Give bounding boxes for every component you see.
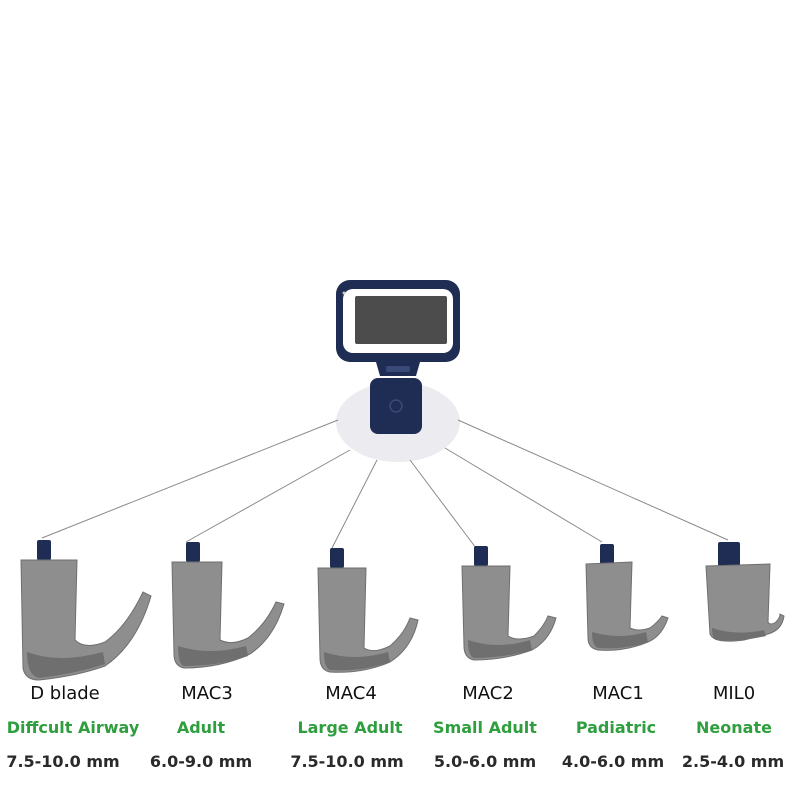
blade-shade xyxy=(712,628,766,641)
connector-line-mil0 xyxy=(457,419,729,541)
blade-shade xyxy=(324,652,390,671)
blade-connector-cap xyxy=(330,548,344,568)
blade-size-mac3: 6.0-9.0 mm xyxy=(149,752,253,771)
blade-shade xyxy=(592,632,648,649)
blade-body xyxy=(171,561,285,669)
blade-shade xyxy=(468,640,532,658)
connector-line-mac3 xyxy=(185,449,351,543)
blade-use-mil0: Neonate xyxy=(696,718,772,737)
blade-body xyxy=(461,565,557,661)
connector-line-mac2 xyxy=(409,459,477,549)
connector-lines xyxy=(41,419,729,549)
blade-body xyxy=(705,563,785,642)
blade-connector-cap xyxy=(186,542,200,562)
connector-line-d-blade xyxy=(41,419,339,539)
blade-graphic-mil0 xyxy=(705,542,785,642)
connector-line-mac4 xyxy=(331,459,378,549)
blade-graphic-mac1 xyxy=(585,544,669,651)
blade-connector-cap xyxy=(718,542,740,566)
blade-graphic-mac2 xyxy=(461,546,557,661)
blade-name-mac4: MAC4 xyxy=(325,683,377,704)
connector-line-mac1 xyxy=(444,447,603,543)
blade-size-mil0: 2.5-4.0 mm xyxy=(681,752,785,771)
blade-connector-cap xyxy=(600,544,614,564)
monitor-indicator xyxy=(342,291,346,295)
video-laryngoscope-unit xyxy=(336,280,460,434)
blade-size-mac1: 4.0-6.0 mm xyxy=(561,752,665,771)
blade-connector-cap xyxy=(37,540,51,560)
blade-use-mac2: Small Adult xyxy=(433,718,537,737)
blade-size-mac4: 7.5-10.0 mm xyxy=(290,752,404,771)
blade-graphic-mac4 xyxy=(317,548,419,673)
power-icon xyxy=(389,399,403,413)
blade-size-d-blade: 7.5-10.0 mm xyxy=(6,752,120,771)
blade-name-mac2: MAC2 xyxy=(462,683,514,704)
blade-use-mac3: Adult xyxy=(176,718,226,737)
handle-body xyxy=(370,378,422,434)
blade-name-mil0: MIL0 xyxy=(712,683,756,704)
blade-name-d-blade: D blade xyxy=(30,683,100,704)
blade-body xyxy=(317,567,419,673)
blade-use-d-blade: Diffcult Airway xyxy=(6,718,140,737)
blade-body xyxy=(585,561,669,651)
blade-body xyxy=(20,559,152,681)
blade-size-mac2: 5.0-6.0 mm xyxy=(433,752,537,771)
monitor-screen xyxy=(355,296,447,344)
blade-graphic-mac3 xyxy=(171,542,285,669)
blade-shade xyxy=(178,646,248,666)
hinge-slot xyxy=(386,366,410,372)
blade-use-mac4: Large Adult xyxy=(297,718,403,737)
blade-connector-cap xyxy=(474,546,488,566)
blade-name-mac1: MAC1 xyxy=(592,683,644,704)
blade-name-mac3: MAC3 xyxy=(181,683,233,704)
blade-graphic-d-blade xyxy=(20,540,152,681)
blade-shade xyxy=(27,652,105,678)
blade-use-mac1: Padiatric xyxy=(575,718,657,737)
